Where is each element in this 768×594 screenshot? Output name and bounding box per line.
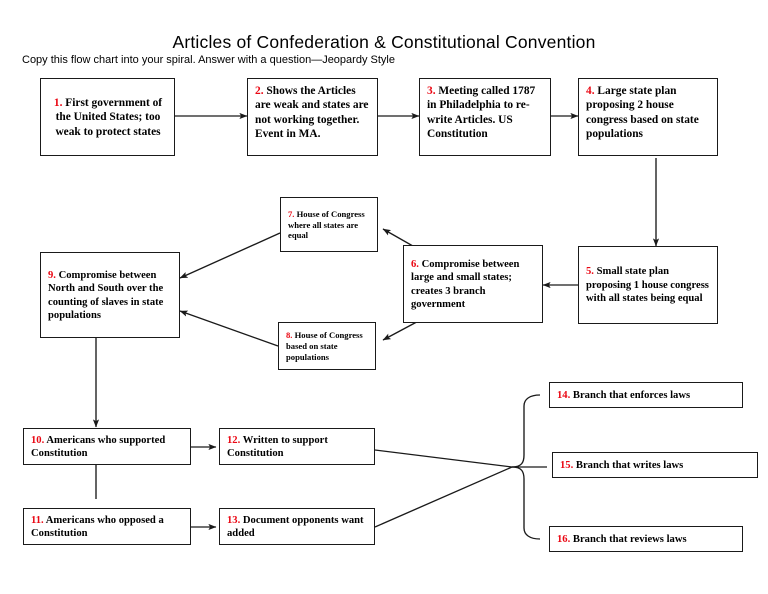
node-14[interactable]: 14. Branch that enforces laws (549, 382, 743, 408)
node-7[interactable]: 7. House of Congress where all states ar… (280, 197, 378, 252)
node-12-number: 12. (227, 434, 241, 446)
node-5-text: Small state plan proposing 1 house congr… (586, 266, 709, 305)
node-12-text: Written to support Constitution (227, 434, 328, 459)
node-8-text: House of Congress based on state populat… (286, 330, 363, 362)
node-5[interactable]: 5. Small state plan proposing 1 house co… (578, 246, 718, 324)
node-13[interactable]: 13. Document opponents want added (219, 508, 375, 545)
node-4-number: 4. (586, 85, 595, 97)
node-14-text: Branch that enforces laws (572, 389, 691, 401)
node-13-number: 13. (227, 514, 241, 526)
node-11-text: Americans who opposed a Constitution (31, 514, 164, 539)
node-1[interactable]: 1. First government of the United States… (40, 78, 175, 156)
node-11-number: 11. (31, 514, 44, 526)
node-9-number: 9. (48, 269, 56, 281)
page-subtitle: Copy this flow chart into your spiral. A… (22, 54, 395, 66)
node-2[interactable]: 2. Shows the Articles are weak and state… (247, 78, 378, 156)
node-12[interactable]: 12. Written to support Constitution (219, 428, 375, 465)
edge-8-to-9 (179, 310, 279, 347)
node-13-text: Document opponents want added (227, 514, 364, 539)
node-5-number: 5. (586, 266, 594, 278)
node-6-text: Compromise between large and small state… (411, 258, 520, 310)
node-16-text: Branch that reviews laws (572, 533, 687, 545)
node-2-text: Shows the Articles are weak and states a… (255, 85, 369, 141)
node-7-text: House of Congress where all states are e… (288, 208, 365, 241)
node-1-number: 1. (53, 96, 63, 109)
brace-to-16 (511, 466, 541, 540)
node-9-text: Compromise between North and South over … (48, 269, 164, 321)
node-6[interactable]: 6. Compromise between large and small st… (403, 245, 543, 323)
node-15[interactable]: 15. Branch that writes laws (552, 452, 758, 478)
node-8[interactable]: 8. House of Congress based on state popu… (278, 322, 376, 370)
node-16-number: 16. (557, 533, 571, 545)
node-16[interactable]: 16. Branch that reviews laws (549, 526, 743, 552)
node-3-number: 3. (427, 85, 436, 97)
node-3[interactable]: 3. Meeting called 1787 in Philadelphia t… (419, 78, 551, 156)
node-15-text: Branch that writes laws (575, 459, 684, 471)
node-4[interactable]: 4. Large state plan proposing 2 house co… (578, 78, 718, 156)
node-1-text: First government of the United States; t… (55, 96, 163, 138)
page-title: Articles of Confederation & Constitution… (172, 32, 596, 52)
node-14-number: 14. (557, 389, 571, 401)
node-3-text: Meeting called 1787 in Philadelphia to r… (427, 85, 536, 141)
brace-to-14 (511, 394, 541, 468)
edge-7-to-9 (179, 232, 281, 279)
node-7-number: 7. (288, 208, 295, 219)
edge-13-to-branches (374, 466, 513, 528)
node-10-text: Americans who supported Constitution (31, 434, 166, 459)
node-2-number: 2. (255, 85, 264, 97)
node-9[interactable]: 9. Compromise between North and South ov… (40, 252, 180, 338)
node-15-number: 15. (560, 459, 574, 471)
node-4-text: Large state plan proposing 2 house congr… (586, 85, 699, 141)
node-8-number: 8. (286, 330, 293, 341)
edge-12-to-branches (374, 449, 513, 468)
node-6-number: 6. (411, 258, 419, 270)
node-10[interactable]: 10. Americans who supported Constitution (23, 428, 191, 465)
node-10-number: 10. (31, 434, 45, 446)
node-11[interactable]: 11. Americans who opposed a Constitution (23, 508, 191, 545)
